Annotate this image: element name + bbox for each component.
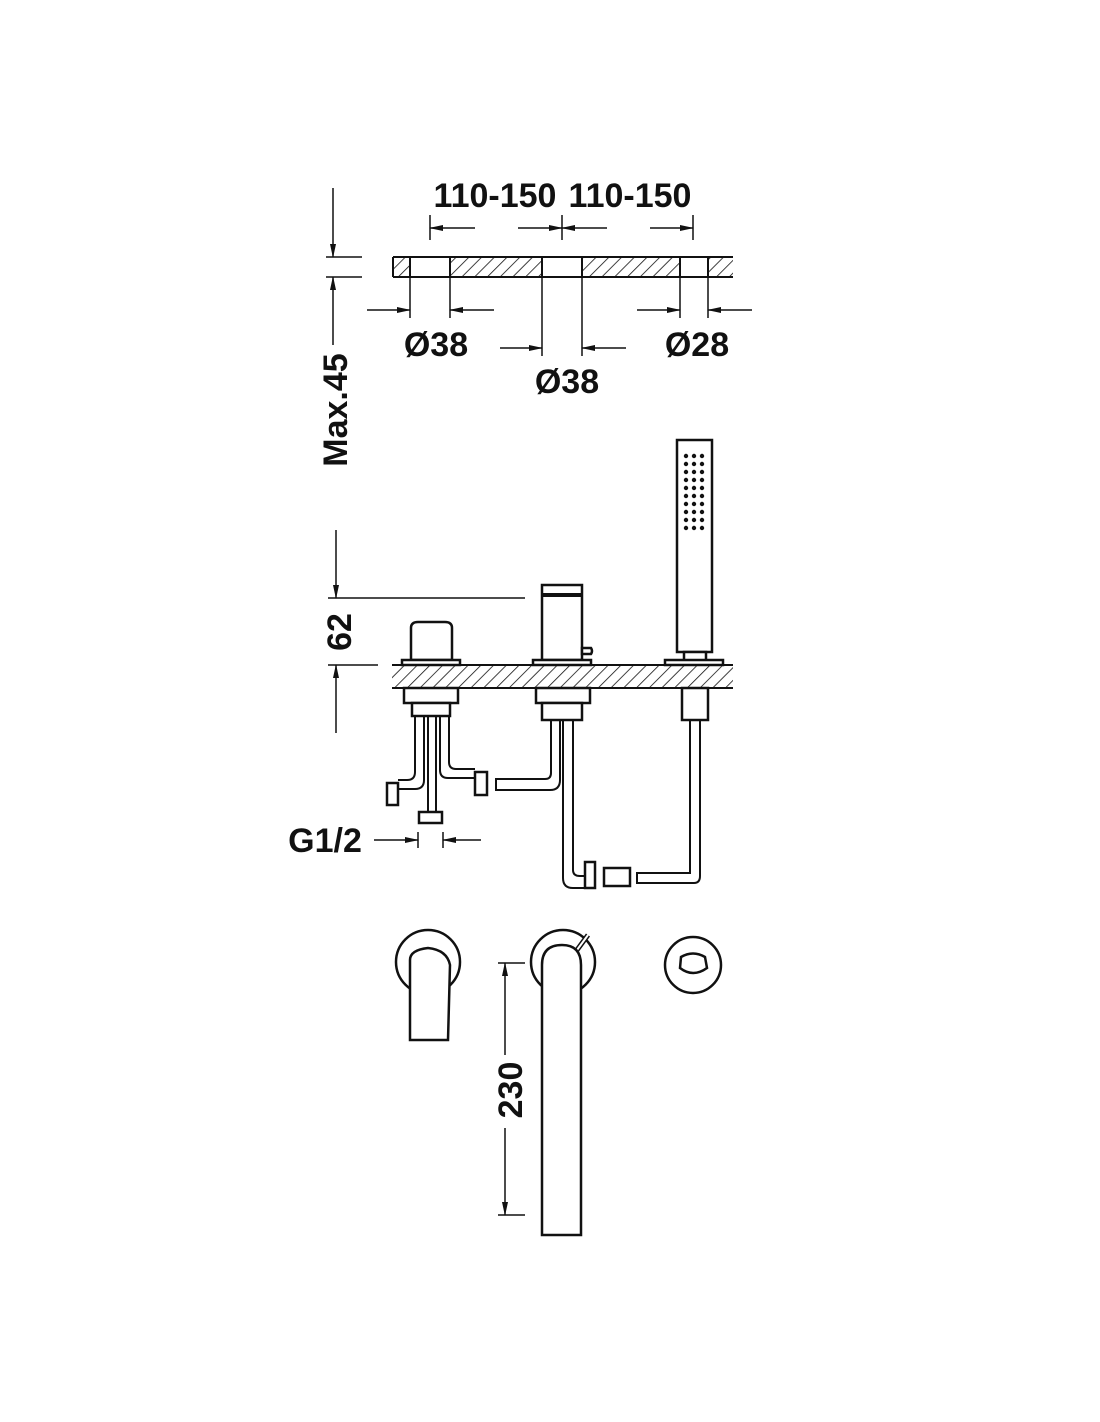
nozzle-dot <box>699 509 705 515</box>
max-thickness-dimension: Max.45 <box>317 188 362 467</box>
nozzle-dot <box>683 493 689 499</box>
nozzle-dot <box>699 493 705 499</box>
height-dimension: 62 <box>321 530 525 733</box>
spout-length-dimension: 230 <box>492 962 530 1216</box>
nozzle-dot <box>683 453 689 459</box>
spray-nozzles <box>683 453 705 531</box>
nozzle-dot <box>691 461 697 467</box>
top-view: 110-150 110-150 Ø38 Ø38 Ø28 <box>317 177 752 467</box>
nozzle-dot <box>691 525 697 531</box>
spout-length-label: 230 <box>492 1062 530 1119</box>
nozzle-dot <box>699 461 705 467</box>
hole-dimensions: Ø38 Ø38 Ø28 <box>367 277 752 401</box>
deck-section <box>392 664 733 689</box>
nozzle-dot <box>683 501 689 507</box>
diverter-knob <box>663 935 723 995</box>
mixer <box>495 583 632 890</box>
spout <box>529 928 597 1237</box>
hole-center-label: Ø38 <box>535 363 599 401</box>
nozzle-dot <box>699 501 705 507</box>
front-view: 230 <box>394 928 723 1237</box>
nozzle-dot <box>691 501 697 507</box>
nozzle-dot <box>691 469 697 475</box>
nozzle-dot <box>699 469 705 475</box>
nozzle-dot <box>683 517 689 523</box>
connection-dimension: G1/2 <box>288 822 481 860</box>
nozzle-dot <box>691 453 697 459</box>
hole-right-label: Ø28 <box>665 326 729 364</box>
nozzle-dot <box>691 517 697 523</box>
max-thickness-label: Max.45 <box>317 353 355 466</box>
diverter-valve <box>385 620 489 825</box>
nozzle-dot <box>699 517 705 523</box>
nozzle-dot <box>691 509 697 515</box>
nozzle-dot <box>699 525 705 531</box>
deck-plate-section <box>392 256 733 278</box>
connection-label: G1/2 <box>288 822 362 860</box>
spacing-left-label: 110-150 <box>434 177 557 215</box>
nozzle-dot <box>691 493 697 499</box>
spacing-dimension: 110-150 110-150 <box>429 177 694 240</box>
nozzle-dot <box>691 485 697 491</box>
mixer-handle <box>394 928 462 1042</box>
nozzle-dot <box>683 485 689 491</box>
nozzle-dot <box>683 469 689 475</box>
nozzle-dot <box>683 509 689 515</box>
height-label: 62 <box>321 613 359 651</box>
nozzle-dot <box>699 477 705 483</box>
nozzle-dot <box>683 477 689 483</box>
spacing-right-label: 110-150 <box>569 177 692 215</box>
nozzle-dot <box>683 461 689 467</box>
nozzle-dot <box>683 525 689 531</box>
hole-left-label: Ø38 <box>404 326 468 364</box>
nozzle-dot <box>699 485 705 491</box>
side-view: 62 <box>288 438 733 890</box>
hand-shower <box>636 438 725 884</box>
nozzle-dot <box>699 453 705 459</box>
nozzle-dot <box>691 477 697 483</box>
